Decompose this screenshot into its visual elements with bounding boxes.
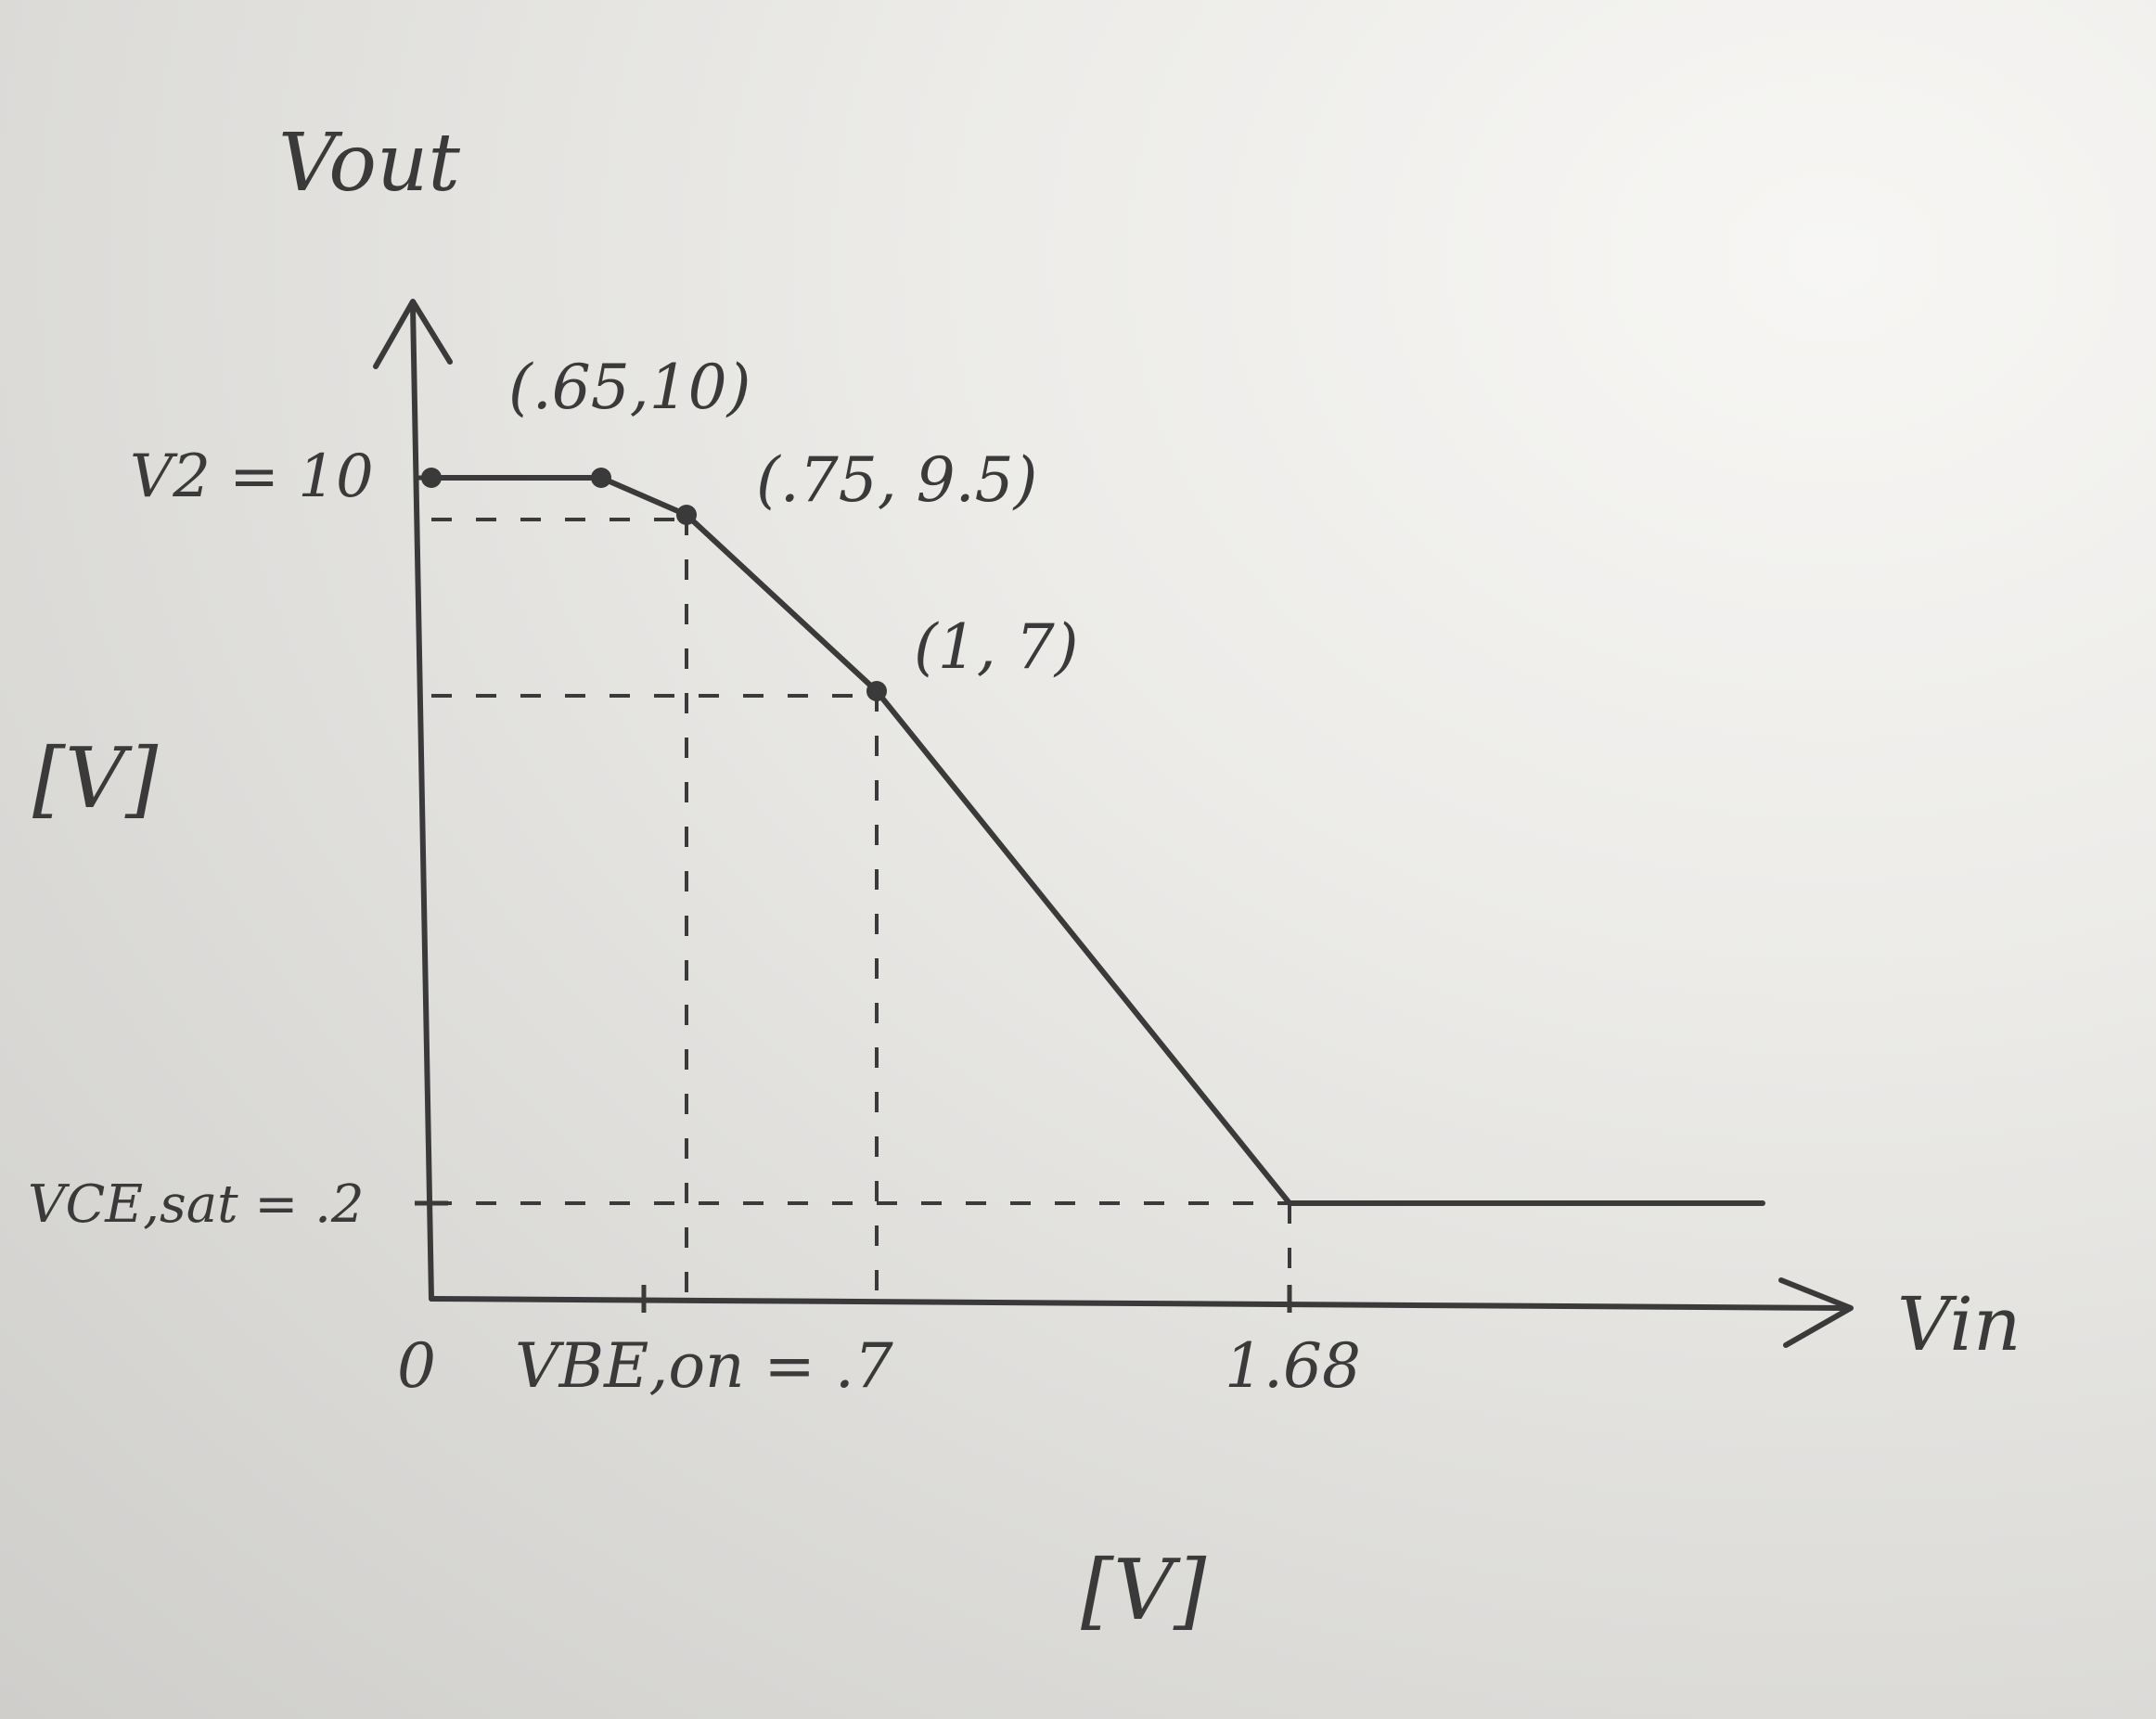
- y-tick-label-1: VCE,sat = .2: [28, 1174, 365, 1235]
- series-line-0: [429, 475, 1765, 1206]
- point-marker-0: [591, 468, 611, 488]
- point-label-1: (.75, 9.5): [756, 444, 1037, 516]
- x-axis-line: [429, 1296, 1849, 1311]
- x-tick-label-2: 1.68: [1225, 1330, 1361, 1402]
- point-marker-1: [676, 505, 697, 525]
- point-marker-2: [866, 681, 887, 701]
- y-axis-arrow: [373, 299, 453, 369]
- y-axis-line: [410, 303, 434, 1302]
- point-marker-origin-high: [421, 468, 442, 488]
- point-label-0: (.65,10): [508, 352, 751, 423]
- y-tick-label-0: V2 = 10: [130, 443, 374, 511]
- y-unit-label: [V]: [32, 730, 159, 827]
- point-label-2: (1, 7): [914, 611, 1078, 683]
- y-axis-title: Vout: [278, 117, 460, 210]
- guide-lines: [431, 515, 1291, 1299]
- tick-labels: 0 VBE,on = .7 1.68 V2 = 10 VCE,sat = .2: [28, 443, 1361, 1402]
- x-axis-title: Vin: [1897, 1281, 2021, 1367]
- x-unit-label: [V]: [1081, 1542, 1207, 1639]
- series-group: [429, 475, 1765, 1206]
- point-markers: (.65,10)(.75, 9.5) (1, 7): [421, 352, 1078, 701]
- x-tick-label-0: 0: [397, 1330, 436, 1402]
- x-axis-arrow: [1778, 1277, 1854, 1348]
- x-tick-label-1: VBE,on = .7: [515, 1330, 893, 1402]
